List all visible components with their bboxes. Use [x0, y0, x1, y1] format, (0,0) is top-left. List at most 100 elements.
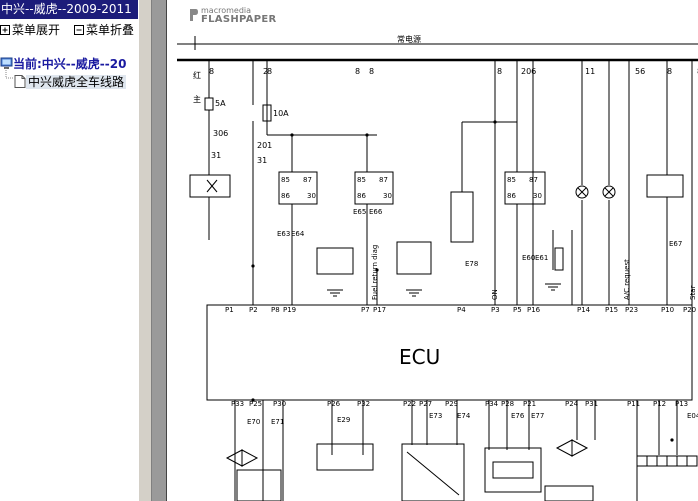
svg-text:Fuel return diag: Fuel return diag	[371, 245, 379, 300]
svg-text:A/C request: A/C request	[623, 259, 631, 300]
expand-menu-button[interactable]: 菜单展开	[0, 22, 60, 38]
tree-item-label: 中兴威虎全车线路	[26, 75, 127, 89]
svg-text:30: 30	[533, 192, 542, 200]
collapse-menu-label: 菜单折叠	[86, 23, 135, 37]
relay-egr	[646, 174, 684, 198]
svg-text:P2: P2	[249, 306, 258, 314]
ecu-bottom-pins: P33 P25 P30 P26 P32 P22 P27 P29 P34 P28 …	[231, 400, 688, 408]
wire-label-306: 306	[213, 129, 228, 138]
fuse-label-2: 10A	[273, 109, 289, 118]
svg-text:30: 30	[383, 192, 392, 200]
svg-text:E77: E77	[531, 412, 544, 420]
wire-label-31-a: 31	[257, 156, 267, 165]
tree-connector	[5, 68, 14, 79]
svg-text:E64: E64	[291, 230, 305, 238]
lamp-2	[602, 185, 616, 199]
ecu-label: ECU	[399, 345, 440, 369]
viewer-gutter	[152, 0, 166, 501]
svg-text:E67: E67	[669, 240, 682, 248]
svg-text:E71: E71	[271, 418, 284, 426]
fan-icon-2	[555, 439, 589, 457]
left-label-1: 红	[193, 70, 201, 80]
wiring-diagram: 常电源 ECU 5A 10A 306 201 31 31 红 主 8 2 8 8…	[177, 34, 698, 501]
svg-text:P27: P27	[419, 400, 432, 408]
resistor	[554, 247, 564, 271]
svg-text:E66: E66	[369, 208, 383, 216]
svg-text:P16: P16	[527, 306, 541, 314]
sensor-box-3	[484, 447, 542, 493]
sensor-box-4	[544, 485, 594, 501]
svg-text:P23: P23	[625, 306, 638, 314]
expand-menu-label: 菜单展开	[12, 23, 61, 37]
sensor-box-1	[316, 443, 374, 471]
svg-text:E73: E73	[429, 412, 442, 420]
svg-text:85: 85	[357, 176, 366, 184]
relay-fuel-pump	[278, 171, 318, 205]
svg-text:8: 8	[369, 67, 374, 76]
svg-text:P32: P32	[357, 400, 370, 408]
svg-text:E29: E29	[337, 416, 350, 424]
fuse-10a	[262, 104, 272, 122]
svg-text:206: 206	[521, 67, 536, 76]
ground-icons	[327, 283, 561, 297]
svg-text:P19: P19	[283, 306, 296, 314]
relay-main	[189, 174, 231, 198]
svg-text:P34: P34	[485, 400, 499, 408]
lamp-1	[575, 185, 589, 199]
relay-fuel-return	[354, 171, 394, 205]
svg-text:8: 8	[355, 67, 360, 76]
svg-text:8: 8	[209, 67, 214, 76]
svg-text:P26: P26	[327, 400, 341, 408]
left-label-2: 主	[193, 94, 201, 104]
tree-root-label: 当前:中兴--威虎--20	[13, 57, 127, 71]
svg-text:56: 56	[635, 67, 645, 76]
svg-text:87: 87	[303, 176, 312, 184]
fuse-label-1: 5A	[215, 99, 226, 108]
svg-text:P25: P25	[249, 400, 262, 408]
relay-pin-labels: 85 87 86 30 85 87 86 30 85 87 86 30	[281, 176, 542, 200]
collapse-menu-button[interactable]: 菜单折叠	[74, 22, 134, 38]
svg-text:E74: E74	[457, 412, 471, 420]
diagram-title: 常电源	[397, 34, 421, 44]
svg-text:8: 8	[267, 67, 272, 76]
svg-text:11: 11	[585, 67, 595, 76]
svg-text:85: 85	[507, 176, 516, 184]
svg-text:E65: E65	[353, 208, 366, 216]
fuse-5a	[204, 97, 214, 111]
wire-label-31-b: 31	[211, 151, 221, 160]
svg-text:87: 87	[529, 176, 538, 184]
svg-text:87: 87	[379, 176, 388, 184]
relay-diag	[316, 247, 354, 275]
svg-text:ON: ON	[491, 289, 499, 300]
svg-text:P20: P20	[683, 306, 696, 314]
expand-icon	[0, 23, 10, 35]
svg-text:86: 86	[281, 192, 290, 200]
svg-text:P10: P10	[661, 306, 674, 314]
svg-text:E70: E70	[247, 418, 260, 426]
tree-root-item[interactable]: 当前:中兴--威虎--20	[0, 55, 126, 72]
document-viewer[interactable]: macromedia FLASHPAPER	[152, 0, 698, 501]
splitter-bar[interactable]	[138, 0, 152, 501]
svg-text:P5: P5	[513, 306, 522, 314]
svg-text:E61: E61	[535, 254, 548, 262]
sensor-box-2	[401, 443, 465, 501]
ecu-top-pins: P1 P2 P8 P19 P7 P17 P4 P3 P5 P16 P14 P15…	[225, 306, 696, 314]
svg-text:E78: E78	[465, 260, 478, 268]
svg-text:P21: P21	[523, 400, 536, 408]
svg-text:P28: P28	[501, 400, 514, 408]
svg-text:30: 30	[307, 192, 316, 200]
svg-text:P8: P8	[271, 306, 280, 314]
collapse-icon	[74, 23, 84, 35]
svg-text:Star: Star	[689, 286, 697, 300]
connector-labels: E63 E64 E65 E66 E78 E60 E61 E67 E71 E29 …	[247, 208, 698, 426]
svg-text:E60: E60	[522, 254, 535, 262]
svg-text:P7: P7	[361, 306, 370, 314]
svg-text:P12: P12	[653, 400, 666, 408]
svg-text:P33: P33	[231, 400, 244, 408]
signal-labels: Fuel return diag A/C request ON Star	[371, 245, 697, 300]
svg-text:P15: P15	[605, 306, 618, 314]
svg-text:P1: P1	[225, 306, 234, 314]
tree-item-wiring[interactable]: 中兴威虎全车线路	[14, 73, 127, 90]
svg-text:8: 8	[497, 67, 502, 76]
ecu-box	[206, 304, 693, 401]
